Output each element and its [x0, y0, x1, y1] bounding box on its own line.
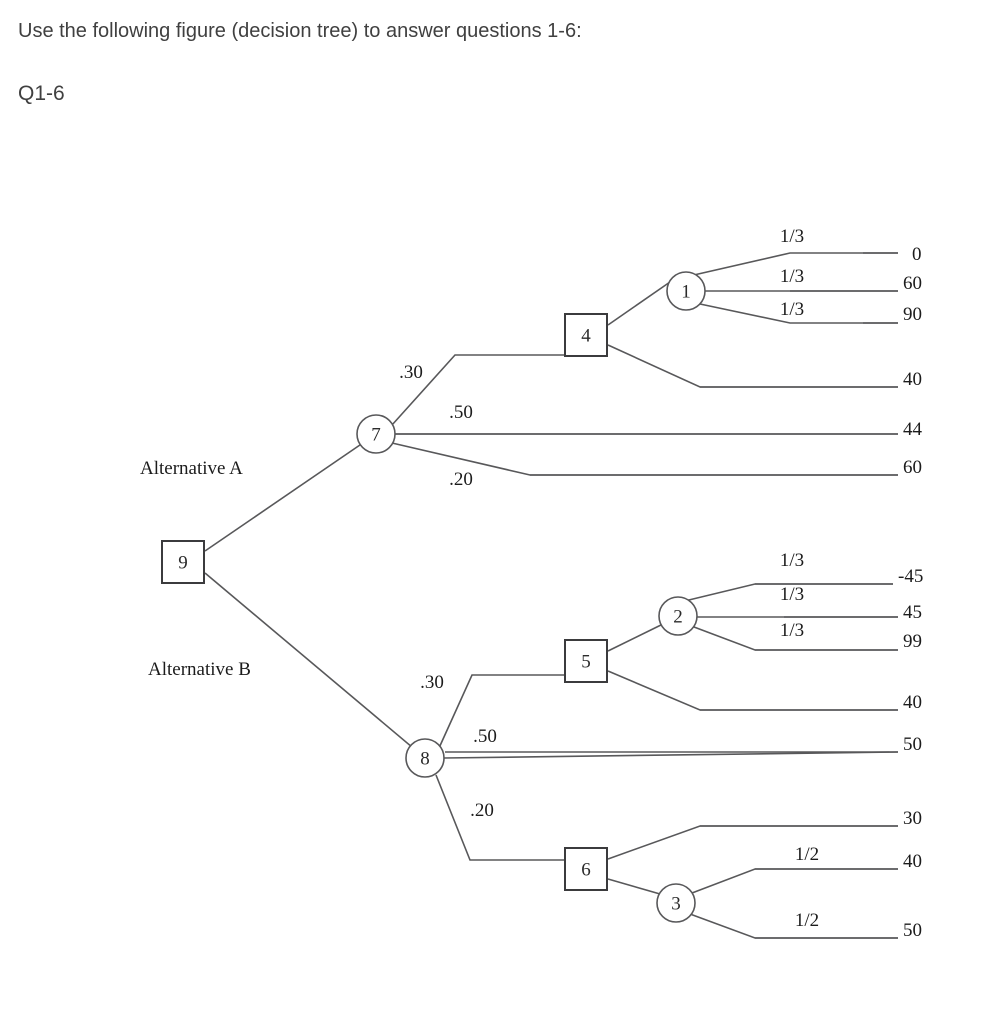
node-label: 2 [673, 607, 683, 628]
probability-label-p-1-b: 1/3 [780, 266, 804, 287]
alternative-label-alt-b: Alternative B [148, 659, 251, 680]
tree-branch-e-3-a [691, 868, 898, 894]
probability-label-p-2-c: 1/3 [780, 620, 804, 641]
tree-node-6-decision: 6 [564, 847, 608, 891]
chance-node-circle [656, 883, 696, 923]
payoff-value-v-44: 44 [903, 419, 923, 440]
payoff-value-labels-group: 0 60 90 40 44 60 -45 45 99 40 50 30 40 50 [898, 244, 923, 941]
payoff-value-v-50b: 50 [903, 920, 922, 941]
chance-node-circle [658, 596, 698, 636]
tree-branch-e-4-low [607, 344, 898, 388]
chance-node-circle [356, 414, 396, 454]
decision-node-square [564, 313, 608, 357]
instruction-text: Use the following figure (decision tree)… [18, 20, 582, 42]
tree-branch-e-4-1 [607, 281, 671, 326]
tree-node-5-decision: 5 [564, 639, 608, 683]
node-label: 7 [371, 425, 381, 446]
payoff-value-v-40c: 40 [903, 851, 922, 872]
probability-label-p-1-c: 1/3 [780, 299, 804, 320]
payoff-value-v-30: 30 [903, 808, 922, 829]
tree-node-9-decision: 9 [161, 540, 205, 584]
node-label: 5 [581, 652, 591, 673]
decision-node-square [161, 540, 205, 584]
payoff-value-v-0: 0 [912, 244, 922, 265]
tree-node-1-chance: 1 [666, 271, 706, 311]
probability-label-p-8-b: .50 [473, 726, 497, 747]
tree-branch-e-9-7 [204, 433, 377, 552]
tree-branch-e-1-a [671, 252, 898, 281]
tree-branch-e-5-low [607, 670, 898, 711]
decision-tree-figure: 9 7 4 1 8 5 2 6 3 .30 .50 .20 1/3 1/3 1/3 .30 .50 .20 1/3… [0, 130, 1004, 1024]
decision-node-square [564, 639, 608, 683]
node-label: 6 [581, 860, 591, 881]
chance-node-circle [666, 271, 706, 311]
node-label: 9 [178, 553, 188, 574]
payoff-value-v-60a: 60 [903, 273, 922, 294]
node-label: 4 [581, 326, 591, 347]
node-label: 3 [671, 894, 681, 915]
tree-branch-e-6-top [607, 825, 898, 860]
alternative-labels-group: Alternative A Alternative B [140, 458, 251, 680]
payoff-value-v-45n: -45 [898, 566, 923, 587]
chance-node-circle [405, 738, 445, 778]
payoff-terminal-lines-group [395, 252, 898, 939]
decision-node-square [564, 847, 608, 891]
branch-probability-labels-group: .30 .50 .20 1/3 1/3 1/3 .30 .50 .20 1/3 1/3 1/3 1/2 1… [399, 226, 819, 931]
tree-branch-e-8-mid [443, 751, 899, 759]
tree-node-7-chance: 7 [356, 414, 396, 454]
node-label: 8 [420, 749, 430, 770]
tree-branch-e-2-a [663, 583, 893, 607]
tree-branch-e-1-c [699, 303, 898, 324]
node-label: 1 [681, 282, 691, 303]
payoff-value-v-99: 99 [903, 631, 922, 652]
payoff-value-v-45: 45 [903, 602, 922, 623]
probability-label-p-8-a: .30 [420, 672, 444, 693]
tree-branch-e-8-6 [435, 774, 566, 869]
probability-label-p-3-b: 1/2 [795, 910, 819, 931]
tree-branch-e-5-2 [607, 623, 664, 652]
probability-label-p-1-a: 1/3 [780, 226, 804, 247]
tree-node-3-chance: 3 [656, 883, 696, 923]
probability-label-p-2-a: 1/3 [780, 550, 804, 571]
tree-branch-e-6-3 [607, 878, 661, 895]
alternative-label-alt-a: Alternative A [140, 458, 243, 479]
probability-label-p-2-b: 1/3 [780, 584, 804, 605]
tree-node-2-chance: 2 [658, 596, 698, 636]
probability-label-p-7-a: .30 [399, 362, 423, 383]
payoff-value-v-60b: 60 [903, 457, 922, 478]
question-range-label: Q1-6 [18, 82, 65, 105]
tree-node-4-decision: 4 [564, 313, 608, 357]
tree-branch-e-9-8 [204, 572, 426, 759]
probability-label-p-7-b: .50 [449, 402, 473, 423]
tree-node-8-chance: 8 [405, 738, 445, 778]
probability-label-p-3-a: 1/2 [795, 844, 819, 865]
tree-nodes-group: 9 7 4 1 8 5 2 6 3 [161, 271, 706, 923]
probability-label-p-7-c: .20 [449, 469, 473, 490]
payoff-value-v-90: 90 [903, 304, 922, 325]
payoff-value-v-40a: 40 [903, 369, 922, 390]
probability-label-p-8-c: .20 [470, 800, 494, 821]
decision-tree-svg: 9 7 4 1 8 5 2 6 3 .30 .50 .20 1/3 1/3 1/3 .30 .50 .20 1/3… [140, 226, 923, 941]
payoff-value-v-50a: 50 [903, 734, 922, 755]
payoff-value-v-40b: 40 [903, 692, 922, 713]
tree-branch-e-8-5 [438, 661, 566, 749]
